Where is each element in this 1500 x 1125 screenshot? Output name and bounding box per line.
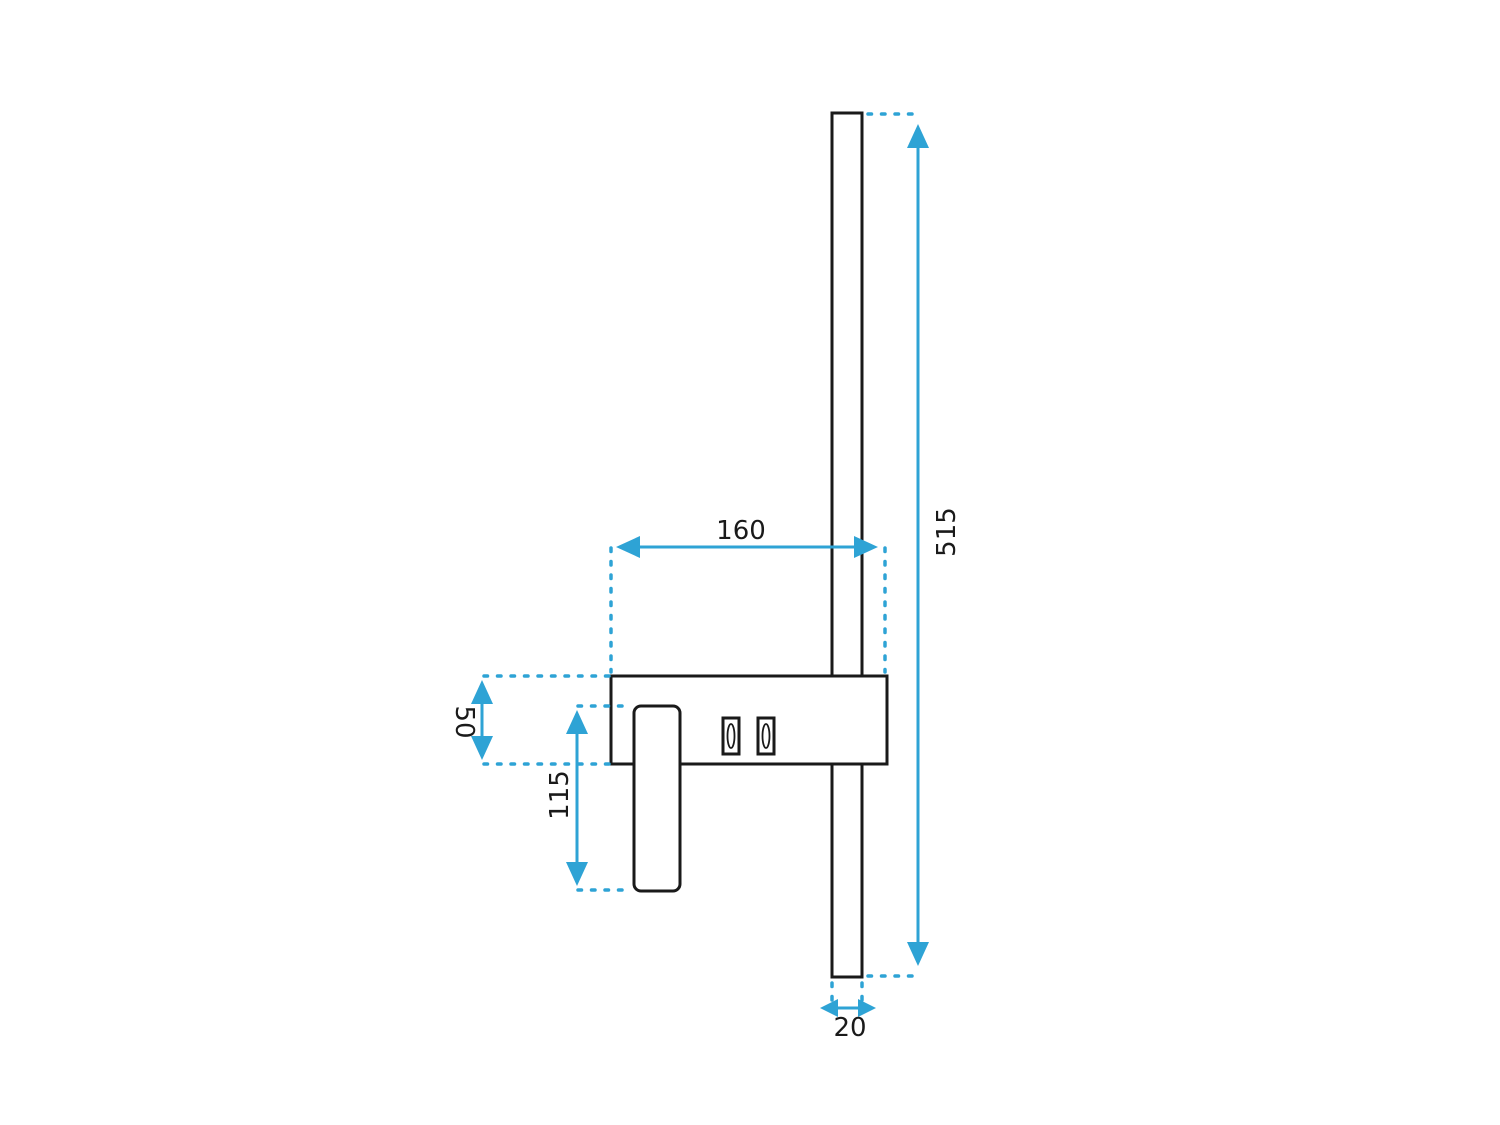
dimension-total-height: 515	[866, 112, 962, 978]
arrow-base-down	[471, 736, 493, 760]
switch-right	[756, 716, 776, 756]
arrow-base-up	[471, 680, 493, 704]
dimension-bar-width: 20	[820, 981, 876, 1043]
arrow-width-right	[858, 999, 876, 1017]
arrow-width-left	[820, 999, 838, 1017]
arrow-right	[854, 536, 878, 558]
light-bar-lower	[830, 762, 864, 979]
arrow-down	[907, 942, 929, 966]
plate-height-label: 115	[545, 770, 575, 820]
total-height-label: 515	[932, 507, 962, 557]
bar-width-label: 20	[833, 1013, 866, 1043]
dimension-base-height: 50	[449, 674, 612, 766]
arrow-up	[907, 124, 929, 148]
switch-left	[721, 716, 741, 756]
lamp-outline	[609, 111, 889, 979]
dimension-arm-length: 160	[609, 516, 887, 674]
arm-length-label: 160	[716, 516, 766, 546]
arrow-plate-up	[566, 710, 588, 734]
arrow-plate-down	[566, 862, 588, 886]
arrow-left	[616, 536, 640, 558]
wall-plate	[632, 704, 682, 893]
light-bar-upper	[830, 111, 864, 678]
dimension-plate-height: 115	[545, 704, 632, 892]
base-height-label: 50	[449, 705, 479, 738]
